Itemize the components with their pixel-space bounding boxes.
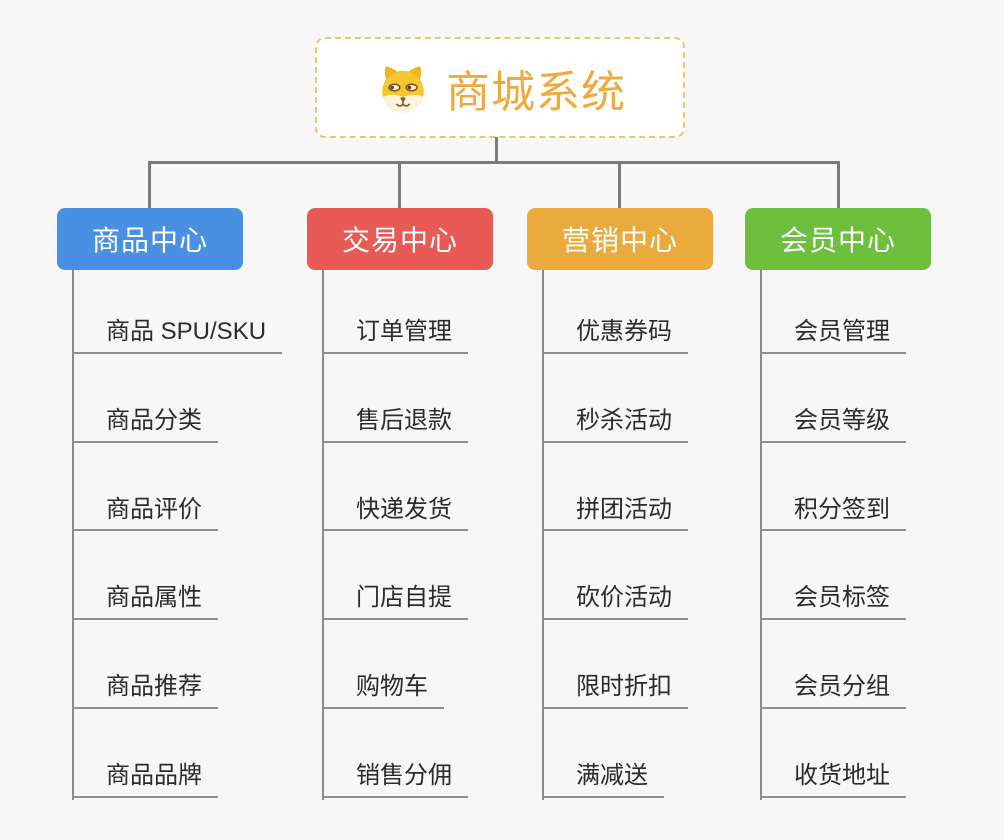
- branch-trunk-line: [542, 270, 544, 800]
- connector-root-drop-line: [495, 137, 498, 162]
- leaf-label: 砍价活动: [576, 584, 672, 612]
- leaf-label: 会员管理: [794, 318, 890, 345]
- dog-face-icon: [374, 59, 432, 117]
- leaf-node[interactable]: 快递发货: [322, 443, 468, 532]
- branch-header-4[interactable]: 会员中心: [745, 208, 931, 270]
- connector-drop-line-2: [398, 161, 401, 208]
- leaf-node[interactable]: 门店自提: [322, 531, 468, 621]
- leaf-node[interactable]: 商品 SPU/SKU: [72, 265, 283, 354]
- leaf-node[interactable]: 会员分组: [760, 620, 906, 709]
- leaf-node[interactable]: 砍价活动: [542, 531, 688, 621]
- branch-trunk-line: [322, 270, 324, 800]
- leaf-node[interactable]: 商品分类: [72, 354, 218, 443]
- leaf-label: 积分签到: [794, 495, 890, 523]
- leaf-label: 限时折扣: [576, 673, 672, 701]
- leaf-label: 商品属性: [106, 584, 202, 612]
- branch-leaves: 商品 SPU/SKU 商品分类 商品评价 商品属性 商品推荐 商品品牌: [72, 265, 283, 798]
- leaf-label: 订单管理: [356, 318, 452, 345]
- leaf-label: 会员标签: [794, 584, 890, 612]
- branch: 会员中心 会员管理 会员等级 积分签到 会员标签 会员分组 收货地址: [745, 208, 985, 808]
- branch: 交易中心 订单管理 售后退款 快递发货 门店自提 购物车 销售分佣: [307, 208, 547, 808]
- branch-leaves: 优惠券码 秒杀活动 拼团活动 砍价活动 限时折扣 满减送: [542, 265, 688, 798]
- leaf-label: 会员分组: [794, 673, 890, 701]
- branch: 商品中心 商品 SPU/SKU 商品分类 商品评价 商品属性 商品推荐 商品品牌: [57, 208, 297, 808]
- leaf-label: 销售分佣: [356, 761, 452, 789]
- branch-header-2[interactable]: 交易中心: [307, 208, 493, 270]
- leaf-label: 收货地址: [794, 761, 890, 789]
- leaf-label: 商品评价: [106, 495, 202, 523]
- leaf-node[interactable]: 会员标签: [760, 531, 906, 621]
- leaf-node[interactable]: 订单管理: [322, 265, 468, 354]
- leaf-node[interactable]: 商品评价: [72, 443, 218, 532]
- leaf-node[interactable]: 拼团活动: [542, 443, 688, 532]
- connector-drop-line-1: [148, 161, 151, 208]
- leaf-node[interactable]: 满减送: [542, 709, 664, 798]
- leaf-label: 优惠券码: [576, 318, 672, 345]
- branch-header-3[interactable]: 营销中心: [527, 208, 713, 270]
- leaf-node[interactable]: 商品品牌: [72, 709, 218, 798]
- leaf-label: 满减送: [576, 761, 648, 789]
- root-node[interactable]: 商城系统: [315, 37, 685, 138]
- leaf-label: 商品品牌: [106, 761, 202, 789]
- branch-header-1[interactable]: 商品中心: [57, 208, 243, 270]
- leaf-label: 购物车: [356, 673, 428, 701]
- leaf-node[interactable]: 商品属性: [72, 531, 218, 621]
- branch-leaves: 会员管理 会员等级 积分签到 会员标签 会员分组 收货地址: [760, 265, 906, 798]
- leaf-label: 门店自提: [356, 584, 452, 612]
- leaf-label: 售后退款: [356, 406, 452, 434]
- branch-trunk-line: [760, 270, 762, 800]
- leaf-node[interactable]: 售后退款: [322, 354, 468, 443]
- branch-trunk-line: [72, 270, 74, 800]
- leaf-node[interactable]: 会员管理: [760, 265, 906, 354]
- leaf-node[interactable]: 销售分佣: [322, 709, 468, 798]
- leaf-node[interactable]: 收货地址: [760, 709, 906, 798]
- leaf-node[interactable]: 会员等级: [760, 354, 906, 443]
- branch-leaves: 订单管理 售后退款 快递发货 门店自提 购物车 销售分佣: [322, 265, 468, 798]
- leaf-label: 商品 SPU/SKU: [106, 318, 267, 345]
- leaf-node[interactable]: 商品推荐: [72, 620, 218, 709]
- root-title: 商城系统: [446, 67, 626, 117]
- leaf-node[interactable]: 积分签到: [760, 443, 906, 532]
- leaf-label: 商品推荐: [106, 673, 202, 701]
- branch: 营销中心 优惠券码 秒杀活动 拼团活动 砍价活动 限时折扣 满减送: [527, 208, 767, 808]
- connector-drop-line-3: [618, 161, 621, 208]
- leaf-node[interactable]: 购物车: [322, 620, 444, 709]
- connector-drop-line-4: [837, 161, 840, 208]
- leaf-label: 拼团活动: [576, 495, 672, 523]
- leaf-label: 会员等级: [794, 406, 890, 434]
- leaf-node[interactable]: 限时折扣: [542, 620, 688, 709]
- leaf-label: 秒杀活动: [576, 406, 672, 434]
- connector-bus-line: [149, 161, 840, 164]
- leaf-node[interactable]: 秒杀活动: [542, 354, 688, 443]
- leaf-label: 快递发货: [356, 495, 452, 523]
- leaf-node[interactable]: 优惠券码: [542, 265, 688, 354]
- leaf-label: 商品分类: [106, 406, 202, 434]
